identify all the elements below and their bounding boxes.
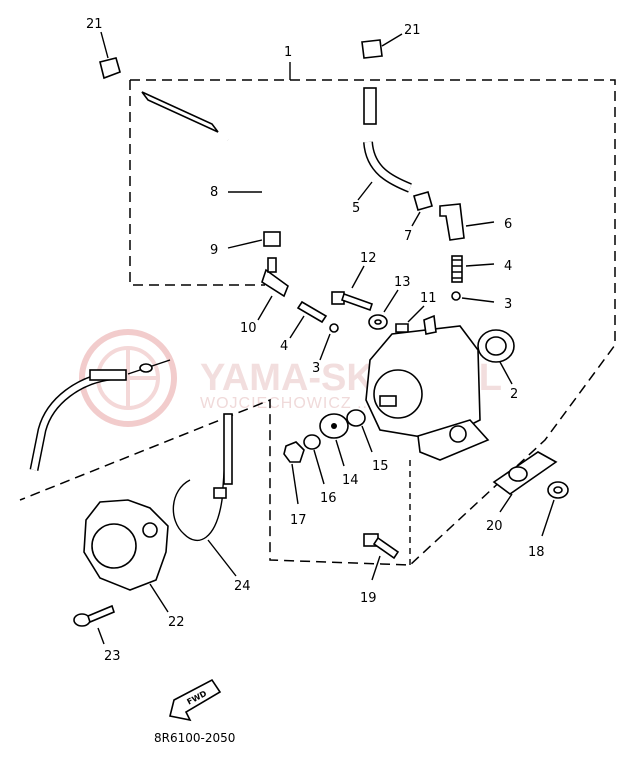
callout-9: 9 (210, 243, 218, 258)
part-22-pump-cover (83, 499, 169, 613)
part-24-cable (172, 413, 237, 577)
callout-13: 13 (394, 275, 411, 290)
part-14-plate (319, 413, 349, 467)
callout-8: 8 (210, 185, 218, 200)
callout-10: 10 (240, 321, 257, 336)
part-12-bolt (331, 265, 374, 312)
callout-22: 22 (168, 615, 185, 630)
part-16-washer (303, 434, 325, 485)
part-5-hose (357, 87, 412, 201)
pump-cable (29, 359, 171, 471)
callout-16: 16 (320, 491, 337, 506)
callout-21: 21 (404, 23, 421, 38)
callout-3: 3 (312, 361, 320, 376)
callout-1: 1 (284, 45, 292, 60)
callout-17: 17 (290, 513, 307, 528)
part-8-hose (141, 91, 276, 230)
fwd-arrow-icon: FWD (169, 678, 222, 722)
part-4-spring-left (289, 300, 328, 339)
callout-labels: 1 2 3 3 4 4 5 6 7 8 9 10 11 12 13 14 15 … (86, 17, 545, 664)
callout-7: 7 (404, 229, 412, 244)
callout-4: 4 (504, 259, 512, 274)
part-3-ball-right (451, 291, 495, 303)
callout-14: 14 (342, 473, 359, 488)
part-3-ball-left (319, 323, 339, 361)
callout-21: 21 (86, 17, 103, 32)
part-7-clamp (411, 191, 433, 227)
callout-20: 20 (486, 519, 503, 534)
part-11-nipple (395, 305, 425, 333)
part-23-screw (73, 604, 115, 645)
diagram-code: 8R6100-2050 (154, 731, 235, 745)
assembly-boundary (19, 62, 616, 566)
callout-5: 5 (352, 201, 360, 216)
callout-6: 6 (504, 217, 512, 232)
pump-body (365, 314, 490, 461)
part-21-cap-right (361, 33, 403, 59)
part-20-gasket (492, 451, 558, 513)
part-21-cap-left (99, 31, 121, 80)
part-9-clamp (227, 231, 281, 249)
callout-2: 2 (510, 387, 518, 402)
part-18-washer (541, 481, 569, 537)
callout-12: 12 (360, 251, 377, 266)
part-6-elbow (439, 203, 495, 241)
callout-19: 19 (360, 591, 377, 606)
callout-4: 4 (280, 339, 288, 354)
part-4-spring-right (451, 255, 495, 283)
part-15-washer (346, 409, 373, 453)
part-13-washer (368, 289, 399, 330)
callout-24: 24 (234, 579, 251, 594)
callout-18: 18 (528, 545, 545, 560)
callout-11: 11 (420, 291, 437, 306)
callout-3: 3 (504, 297, 512, 312)
part-17-nut (283, 441, 305, 505)
part-19-bolt (363, 533, 400, 581)
part-2-oil-seal (477, 329, 515, 385)
watermark-logo (79, 329, 177, 427)
callout-23: 23 (104, 649, 121, 664)
callout-15: 15 (372, 459, 389, 474)
part-10-fitting (257, 257, 289, 321)
